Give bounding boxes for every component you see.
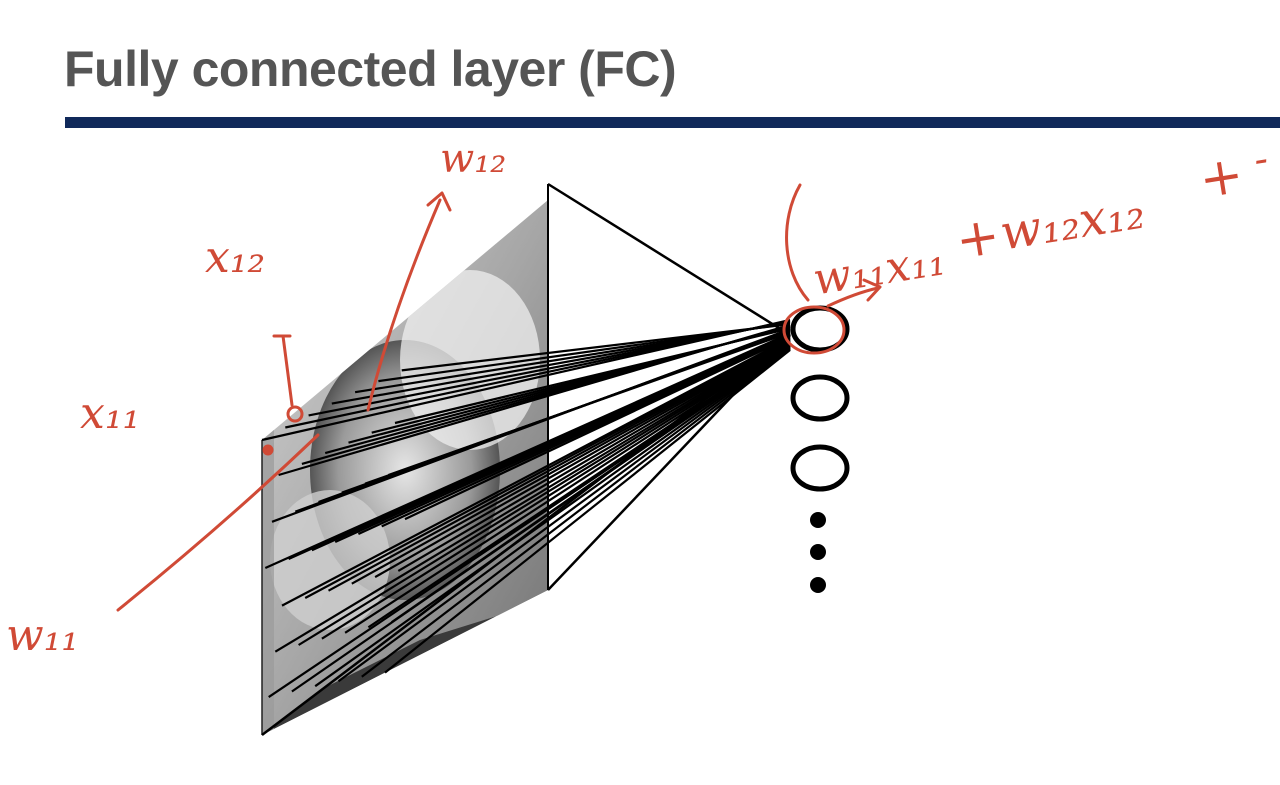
connection-line — [367, 344, 791, 629]
annotation-arrow-output — [826, 286, 880, 308]
connection-line — [268, 345, 791, 699]
connection-line — [374, 339, 791, 579]
connection-line — [401, 323, 791, 372]
connection-line — [394, 327, 791, 425]
connection-line — [327, 338, 791, 592]
equation-plus-2: + — [1195, 145, 1247, 211]
connection-lines — [261, 182, 791, 736]
connection-line — [404, 336, 791, 521]
annotation-arrow-w12 — [366, 198, 442, 412]
label-w11: w₁₁ — [6, 610, 79, 661]
connection-line-outline — [547, 334, 791, 591]
connection-line — [337, 347, 791, 683]
annotation-bracket-stem — [281, 334, 294, 407]
connection-line — [304, 337, 791, 599]
equation-trailing: - — [1251, 136, 1272, 184]
connection-line — [397, 340, 791, 572]
annotation-arrow-w12-head — [426, 191, 452, 212]
annotation-arrow-output-head — [862, 278, 882, 302]
label-x11: x₁₁ — [80, 388, 140, 439]
label-w12: w₁₂ — [440, 136, 506, 182]
connection-line — [281, 337, 791, 607]
continuation-dot-3 — [810, 577, 826, 593]
slide-title: Fully connected layer (FC) — [64, 41, 677, 97]
output-neurons — [790, 305, 850, 593]
handwritten-annotations — [116, 183, 882, 612]
connection-line — [291, 346, 791, 693]
connection-line — [314, 347, 791, 688]
connection-line — [351, 339, 791, 585]
annotation-neuron-circle — [782, 305, 846, 355]
output-neuron-2 — [790, 374, 850, 422]
label-x12: x₁₂ — [205, 232, 265, 283]
title-rule — [65, 117, 1280, 128]
connection-line — [298, 342, 791, 646]
output-neuron-3 — [790, 444, 850, 492]
annotation-line-w11 — [116, 433, 320, 612]
connection-line — [384, 349, 791, 674]
continuation-dot-2 — [810, 544, 826, 560]
equation-term-1: w₁₁x₁₁ — [810, 234, 949, 305]
connection-line-outline — [547, 182, 791, 337]
connection-line-outline — [261, 334, 791, 736]
annotation-paren — [785, 183, 810, 302]
annotation-pixel-dot — [262, 444, 274, 456]
annotation-pixel-circle — [286, 405, 304, 423]
connection-line — [388, 331, 791, 477]
equation-plus-1: + — [952, 206, 1004, 272]
connection-line — [361, 348, 791, 678]
continuation-dot-1 — [810, 512, 826, 528]
connection-line — [274, 341, 791, 653]
equation-term-2: w₁₂x₁₂ — [996, 184, 1148, 262]
